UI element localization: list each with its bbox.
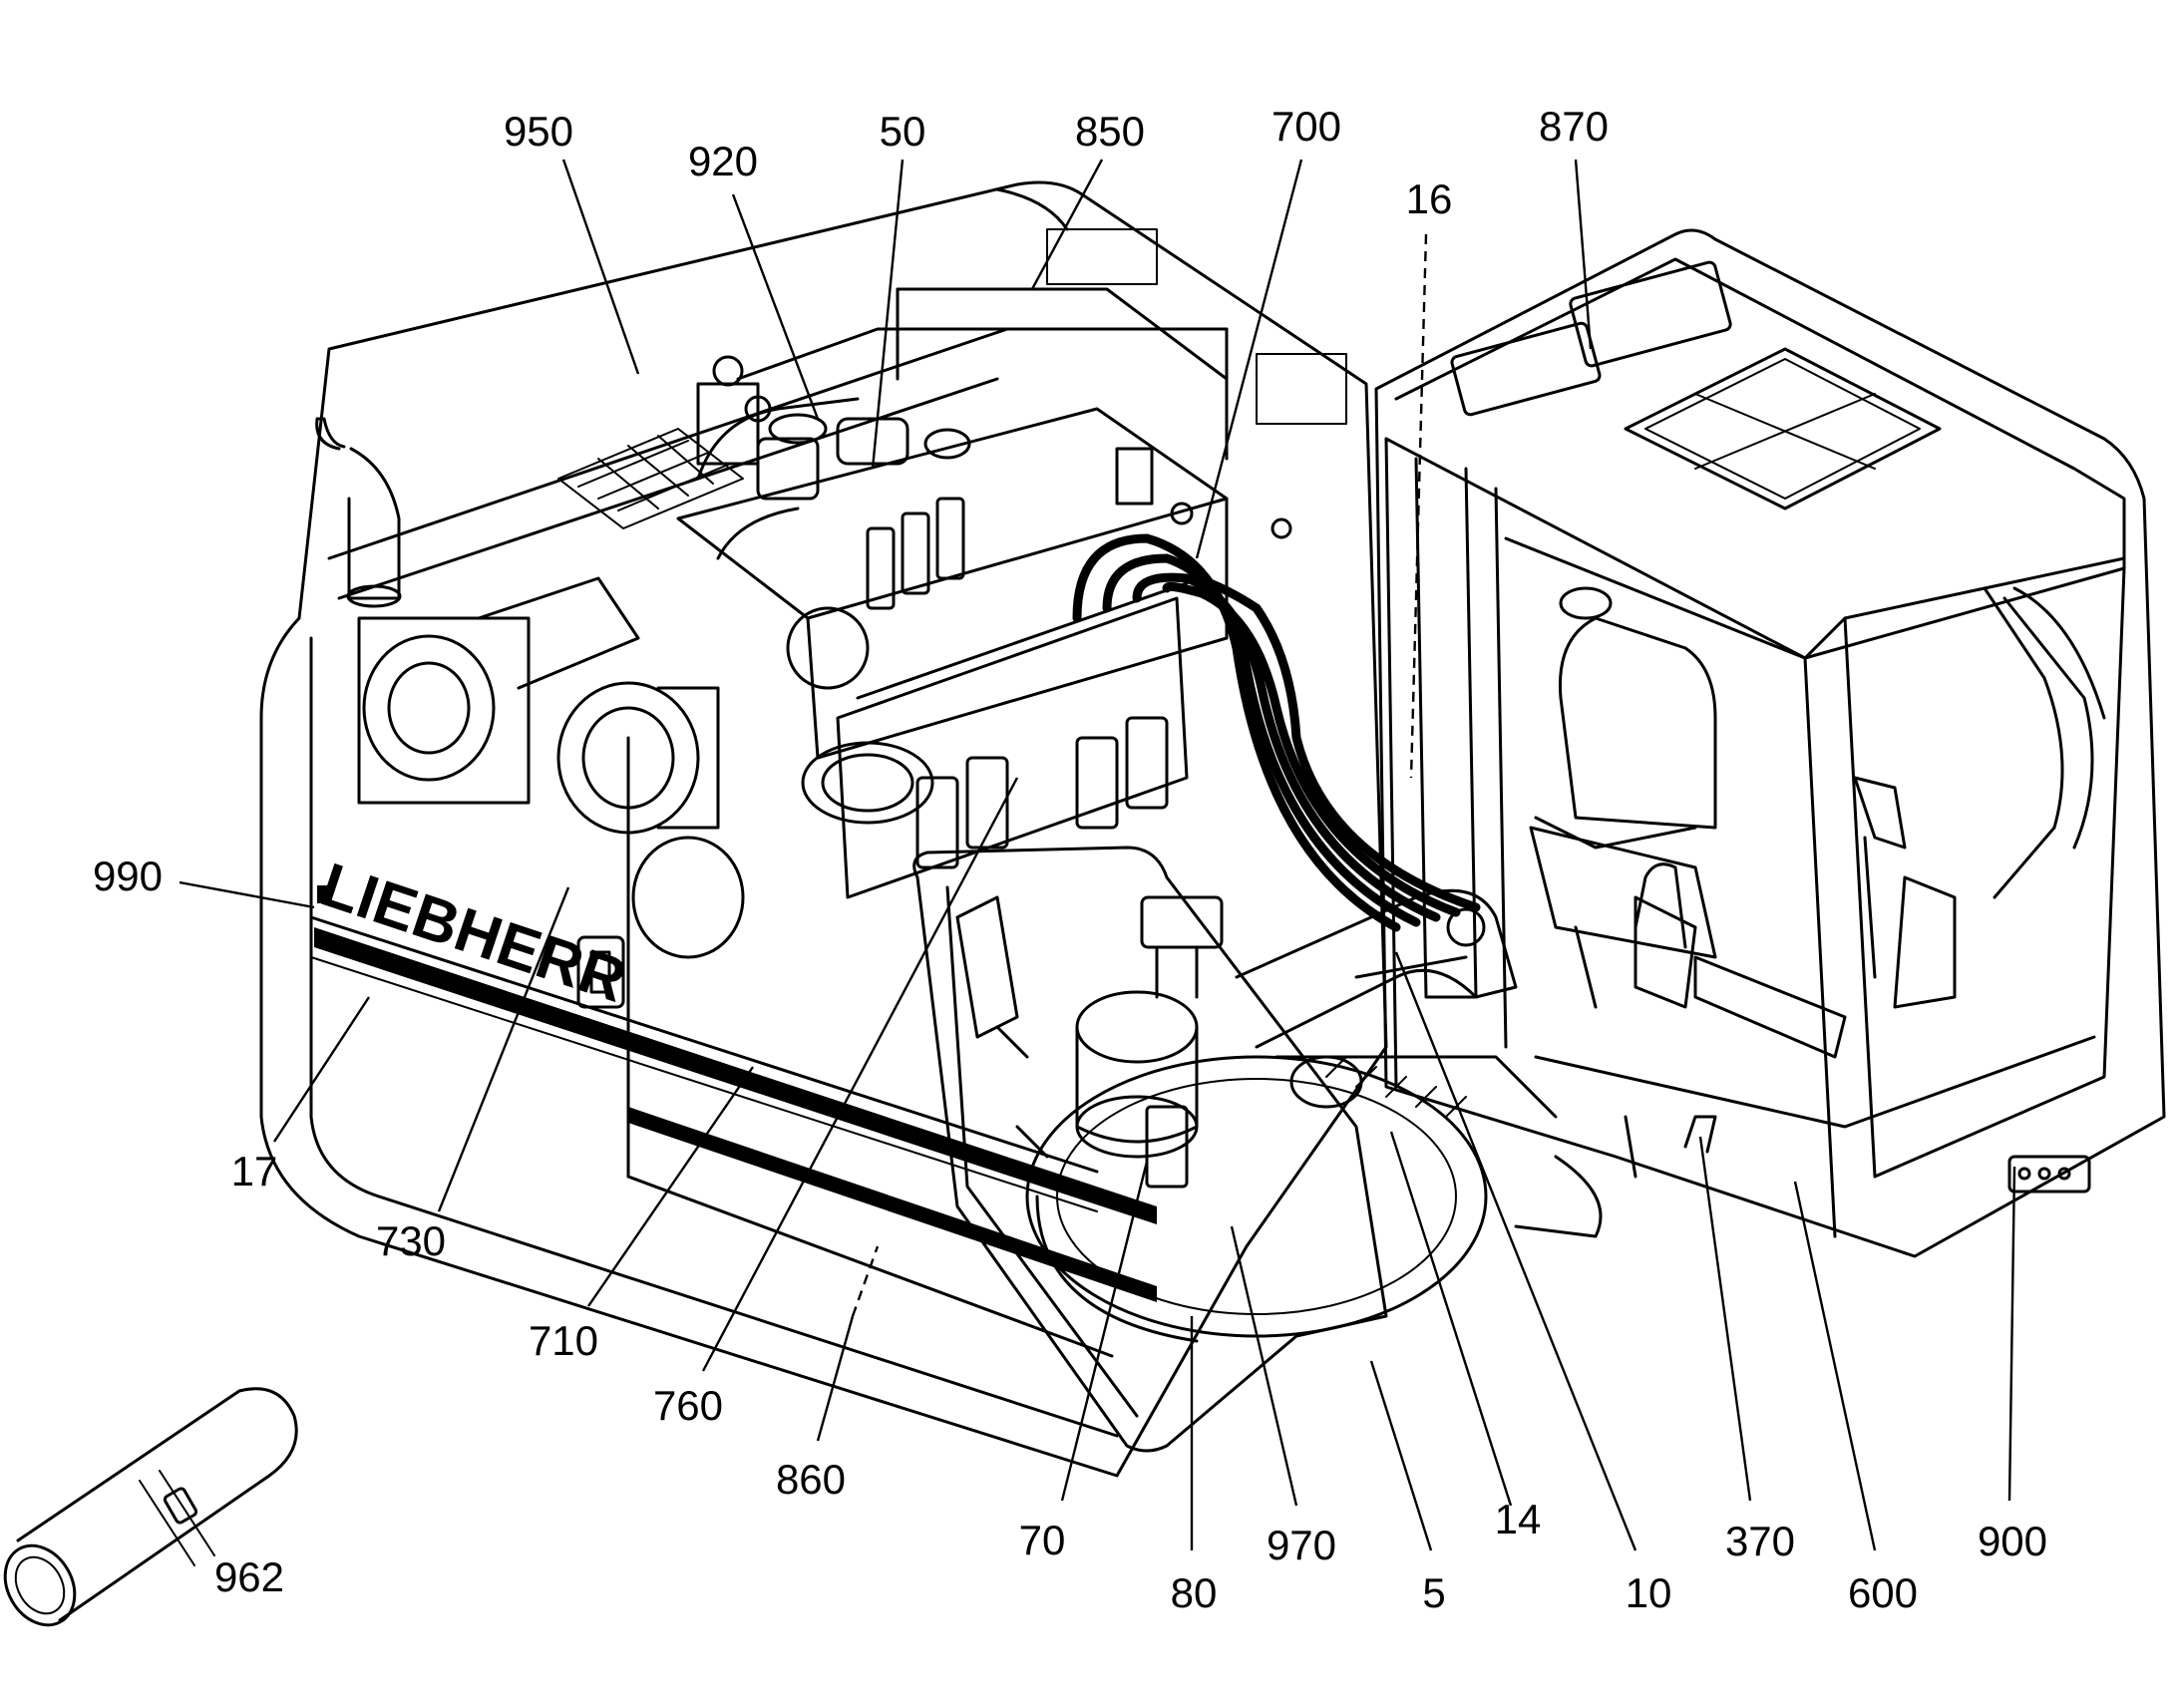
leader-50 [871, 159, 905, 470]
step-handle [1683, 1115, 2091, 1194]
callout-990: 990 [93, 853, 163, 899]
engine-block [676, 287, 1292, 760]
leader-lines [179, 159, 2016, 1551]
callout-16: 16 [1406, 175, 1453, 222]
leader-860-dash [851, 1245, 880, 1317]
leader-70 [1060, 1161, 1149, 1502]
callout-970: 970 [1267, 1522, 1336, 1568]
engine-grille [557, 428, 744, 529]
leader-950 [561, 159, 640, 375]
callout-70: 70 [1019, 1517, 1066, 1563]
callout-5: 5 [1422, 1569, 1445, 1616]
hydraulic-hoses [1072, 533, 1481, 932]
callout-920: 920 [688, 138, 758, 184]
leader-970 [1230, 1225, 1298, 1507]
leader-10 [1394, 951, 1637, 1551]
operator-seat [1529, 586, 1717, 1009]
callout-900: 900 [1978, 1518, 2047, 1564]
operator-cab [1374, 228, 2166, 1258]
tool-roll [3, 1387, 298, 1627]
callout-10: 10 [1626, 1569, 1672, 1616]
leader-870 [1574, 159, 1593, 350]
upper-body [259, 180, 1388, 1478]
leader-860 [816, 1315, 855, 1442]
leader-990 [179, 880, 315, 909]
callout-600: 600 [1848, 1569, 1918, 1616]
leader-850 [1030, 159, 1104, 290]
exhaust-pipe [315, 417, 402, 608]
swing-motor [1075, 895, 1363, 1189]
callout-850: 850 [1075, 108, 1145, 155]
callout-14: 14 [1495, 1496, 1542, 1542]
callout-17: 17 [231, 1148, 278, 1195]
leader-730 [437, 886, 570, 1212]
leader-760 [701, 777, 1019, 1372]
leader-920 [731, 193, 820, 420]
swing-ring [1025, 1055, 1558, 1343]
control-valve-block [801, 581, 1189, 899]
callout-labels: 950 920 50 850 700 870 16 990 17 730 710… [93, 103, 2047, 1616]
callout-370: 370 [1725, 1518, 1795, 1564]
callout-80: 80 [1171, 1569, 1218, 1616]
leader-600 [1793, 1181, 1877, 1551]
callout-710: 710 [529, 1317, 598, 1364]
leader-900 [2007, 1166, 2016, 1502]
callout-50: 50 [880, 108, 926, 155]
boom-mount-frame [912, 846, 1603, 1453]
callout-760: 760 [653, 1382, 723, 1429]
callout-860: 860 [776, 1456, 846, 1503]
leader-700 [1195, 159, 1303, 559]
leader-370 [1698, 1136, 1752, 1502]
leader-14 [1389, 1131, 1513, 1507]
leader-710 [587, 1066, 754, 1307]
callout-700: 700 [1272, 103, 1341, 150]
leader-5 [1369, 1360, 1433, 1551]
leader-17 [272, 996, 371, 1143]
callout-870: 870 [1539, 103, 1609, 150]
callout-950: 950 [504, 108, 573, 155]
callout-730: 730 [376, 1217, 446, 1264]
air-filter [357, 576, 745, 1009]
leader-16 [1409, 233, 1428, 779]
callout-962: 962 [214, 1553, 284, 1600]
control-console [1634, 776, 1957, 1059]
